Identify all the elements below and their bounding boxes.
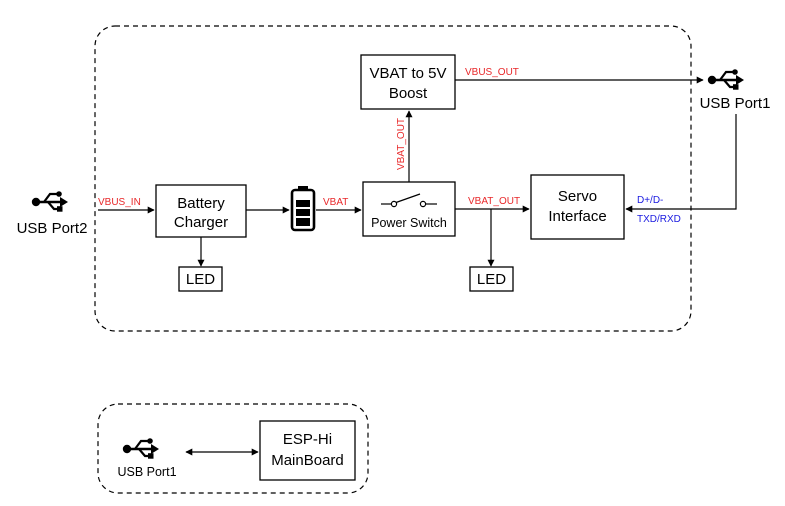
signal-vbat-out-vertical: VBAT_OUT (396, 118, 407, 170)
servo-label-2: Interface (548, 208, 606, 225)
power-switch-label: Power Switch (371, 216, 447, 230)
battery-icon (290, 186, 316, 232)
battery-charger-label-1: Battery (177, 195, 225, 212)
signal-vbat: VBAT (323, 197, 348, 208)
signal-vbus-out: VBUS_OUT (465, 67, 519, 78)
usb-icon (706, 67, 746, 91)
signal-data-2: TXD/RXD (637, 214, 681, 225)
battery-charger-label-2: Charger (174, 214, 228, 231)
charger-led-block (178, 266, 223, 292)
battery-charger-block (155, 184, 247, 238)
mainboard-label-1: ESP-Hi (283, 431, 332, 448)
usb-port1-label: USB Port1 (700, 95, 771, 112)
usb-port2-label: USB Port2 (17, 220, 88, 237)
boost-label-2: Boost (389, 85, 428, 102)
servo-label-1: Servo (558, 188, 597, 205)
boost-block (360, 54, 456, 110)
switch-led-block (469, 266, 514, 292)
mainboard-block (259, 420, 356, 481)
mainboard-label-2: MainBoard (271, 452, 344, 469)
signal-vbat-out-horizontal: VBAT_OUT (468, 196, 520, 207)
usb-icon (30, 189, 70, 213)
system-enclosure (94, 25, 692, 332)
switch-symbol (381, 193, 437, 208)
boost-label-1: VBAT to 5V (370, 65, 447, 82)
signal-vbus-in: VBUS_IN (98, 197, 141, 208)
usb-port1-bottom-label: USB Port1 (117, 465, 176, 479)
data-wire (625, 114, 737, 213)
switch-led-label: LED (477, 271, 506, 288)
signal-data-1: D+/D- (637, 195, 663, 206)
charger-led-label: LED (186, 271, 215, 288)
usb-icon (121, 437, 161, 460)
servo-interface-block (530, 174, 625, 240)
